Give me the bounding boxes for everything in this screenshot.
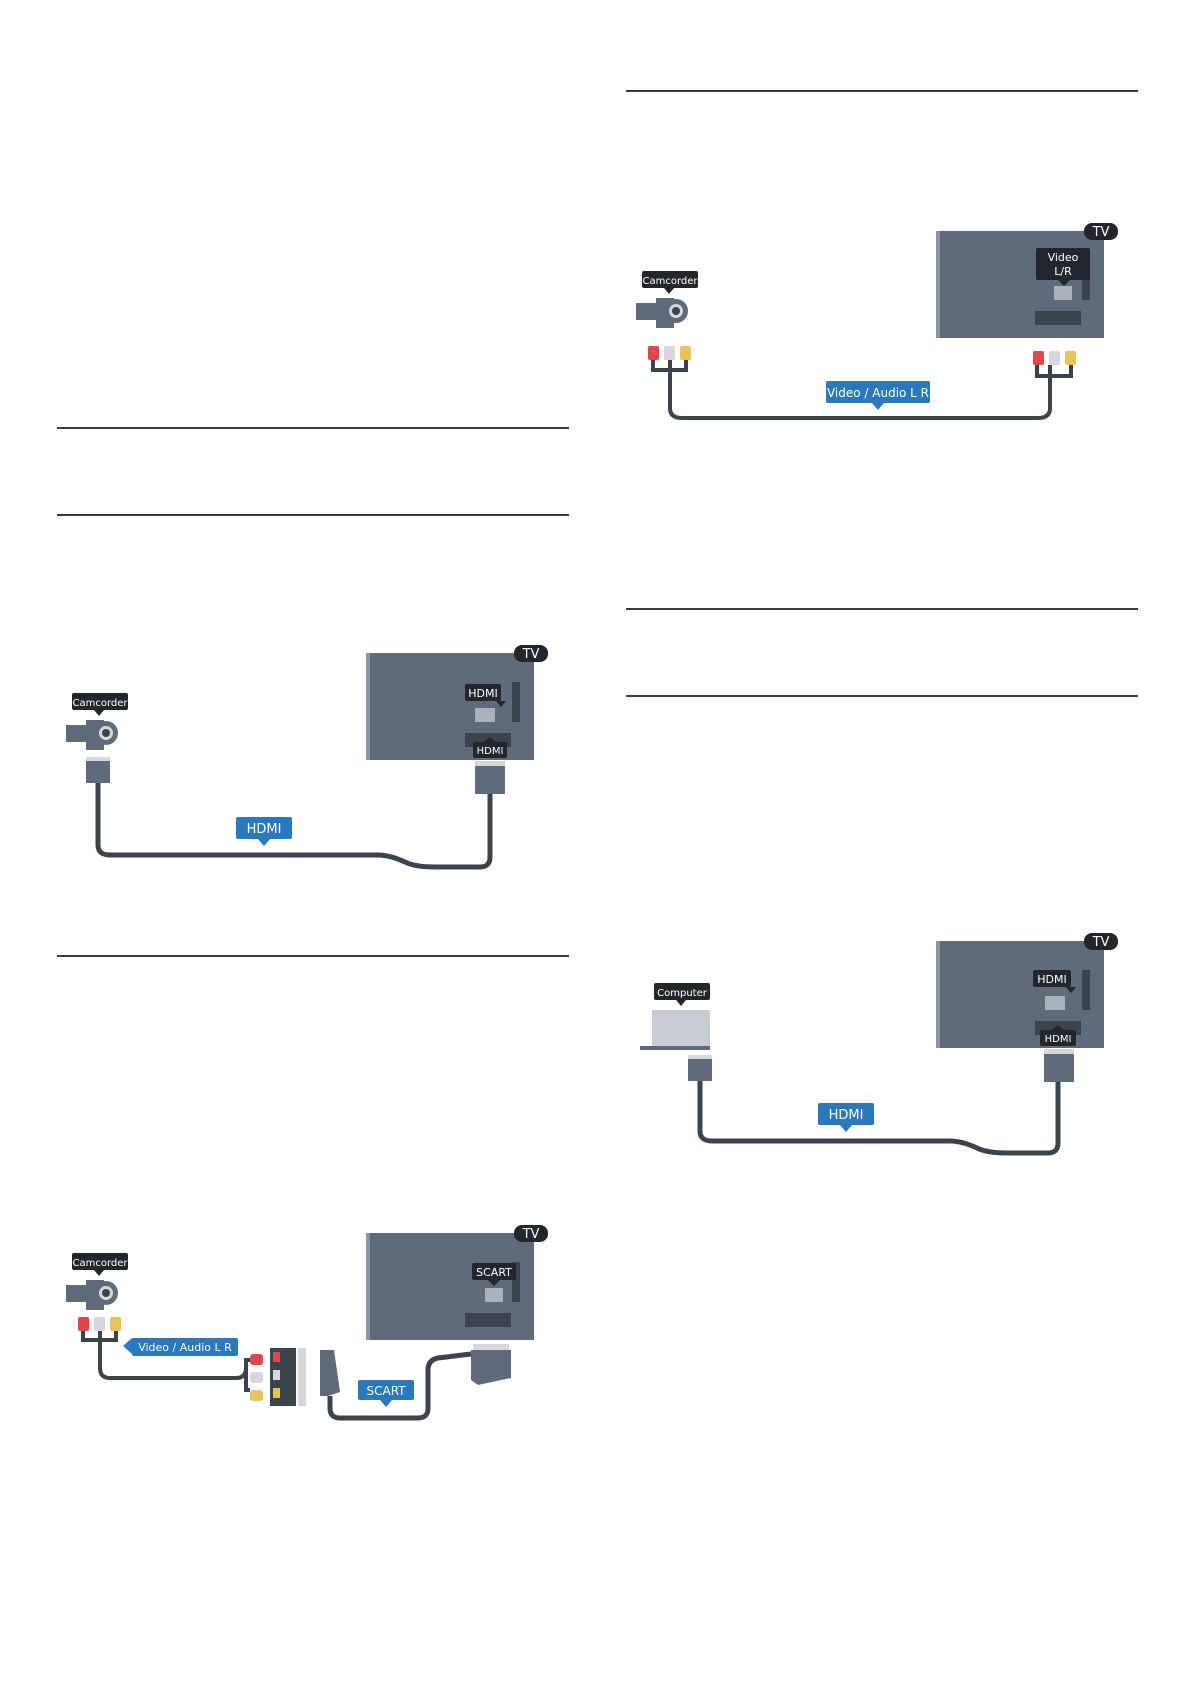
section-divider bbox=[57, 427, 569, 429]
device-label: Camcorder bbox=[72, 693, 128, 716]
computer-hdmi-diagram: TV HDMI HDMI Computer HDMI bbox=[640, 933, 1118, 1156]
svg-text:TV: TV bbox=[1092, 225, 1110, 240]
computer-hdmi-plug bbox=[688, 1055, 712, 1081]
tv-hdmi-plug: HDMI bbox=[1040, 1025, 1076, 1082]
section-divider bbox=[57, 955, 569, 957]
camcorder-hdmi-diagram: TV HDMI HDMI Camcorder HDMI bbox=[66, 645, 548, 870]
scart-cable bbox=[327, 1351, 472, 1421]
tv-port-label: HDMI bbox=[465, 684, 506, 707]
section-divider bbox=[57, 514, 569, 516]
svg-text:HDMI: HDMI bbox=[477, 746, 504, 757]
svg-text:TV: TV bbox=[522, 1227, 540, 1242]
device-label: Camcorder bbox=[72, 1253, 128, 1276]
cable-label: SCART bbox=[358, 1380, 414, 1407]
svg-text:SCART: SCART bbox=[476, 1266, 512, 1279]
cable-label: HDMI bbox=[818, 1103, 874, 1132]
camcorder-icon bbox=[66, 720, 118, 750]
rca-cable bbox=[81, 1331, 250, 1392]
section-divider bbox=[626, 608, 1138, 610]
tv-set bbox=[936, 941, 1104, 1048]
tv-port-label: Video L/R bbox=[1036, 248, 1090, 286]
svg-text:HDMI: HDMI bbox=[247, 822, 282, 837]
svg-text:HDMI: HDMI bbox=[468, 687, 497, 700]
svg-text:L/R: L/R bbox=[1054, 265, 1072, 278]
tv-port-label: HDMI bbox=[1033, 970, 1076, 993]
svg-text:Computer: Computer bbox=[657, 988, 708, 999]
rca-plugs bbox=[78, 1317, 121, 1331]
scart-adapter bbox=[250, 1348, 340, 1406]
svg-text:Video / Audio L R: Video / Audio L R bbox=[138, 1341, 232, 1354]
tv-badge-text: TV bbox=[522, 647, 540, 662]
svg-text:Camcorder: Camcorder bbox=[642, 276, 698, 287]
camcorder-video-audio-diagram: TV Video L/R Camcorder Video / Audio L R bbox=[636, 223, 1118, 420]
section-divider bbox=[626, 90, 1138, 92]
tv-set bbox=[366, 1233, 534, 1340]
input-cable-label: Video / Audio L R bbox=[123, 1338, 238, 1356]
rca-plugs bbox=[648, 346, 691, 360]
device-label: Camcorder bbox=[642, 271, 698, 294]
tv-badge: TV bbox=[1084, 223, 1118, 240]
tv-badge: TV bbox=[1084, 933, 1118, 950]
tv-badge: TV bbox=[514, 1225, 548, 1242]
tv-badge: TV bbox=[514, 645, 548, 662]
camcorder-scart-diagram: TV SCART Camcorder Video / Audio L R bbox=[66, 1225, 548, 1421]
svg-text:TV: TV bbox=[1092, 935, 1110, 950]
camcorder-icon bbox=[66, 1280, 118, 1310]
hdmi-cable bbox=[95, 783, 493, 870]
svg-text:HDMI: HDMI bbox=[1037, 973, 1066, 986]
svg-text:HDMI: HDMI bbox=[829, 1108, 864, 1123]
svg-text:Camcorder: Camcorder bbox=[72, 698, 128, 709]
device-label: Computer bbox=[654, 983, 710, 1006]
tv-rca-plugs bbox=[1033, 351, 1076, 365]
tv-hdmi-plug: HDMI bbox=[473, 737, 507, 794]
camcorder-icon bbox=[636, 298, 688, 328]
cable-label: Video / Audio L R bbox=[826, 381, 930, 410]
tv-set bbox=[366, 653, 534, 760]
tv-set bbox=[936, 231, 1104, 338]
laptop-icon bbox=[640, 1010, 710, 1050]
svg-text:Camcorder: Camcorder bbox=[72, 1258, 128, 1269]
camcorder-hdmi-plug bbox=[86, 757, 110, 783]
section-divider bbox=[626, 695, 1138, 697]
tv-port-label: SCART bbox=[472, 1263, 516, 1286]
tv-scart-plug bbox=[471, 1344, 511, 1385]
svg-text:Video / Audio L R: Video / Audio L R bbox=[827, 386, 929, 400]
hdmi-cable bbox=[697, 1081, 1061, 1156]
cable-label: HDMI bbox=[236, 817, 292, 846]
svg-text:HDMI: HDMI bbox=[1045, 1034, 1072, 1045]
rca-cable bbox=[651, 360, 1073, 420]
svg-text:Video: Video bbox=[1048, 251, 1079, 264]
svg-text:SCART: SCART bbox=[367, 1384, 407, 1398]
